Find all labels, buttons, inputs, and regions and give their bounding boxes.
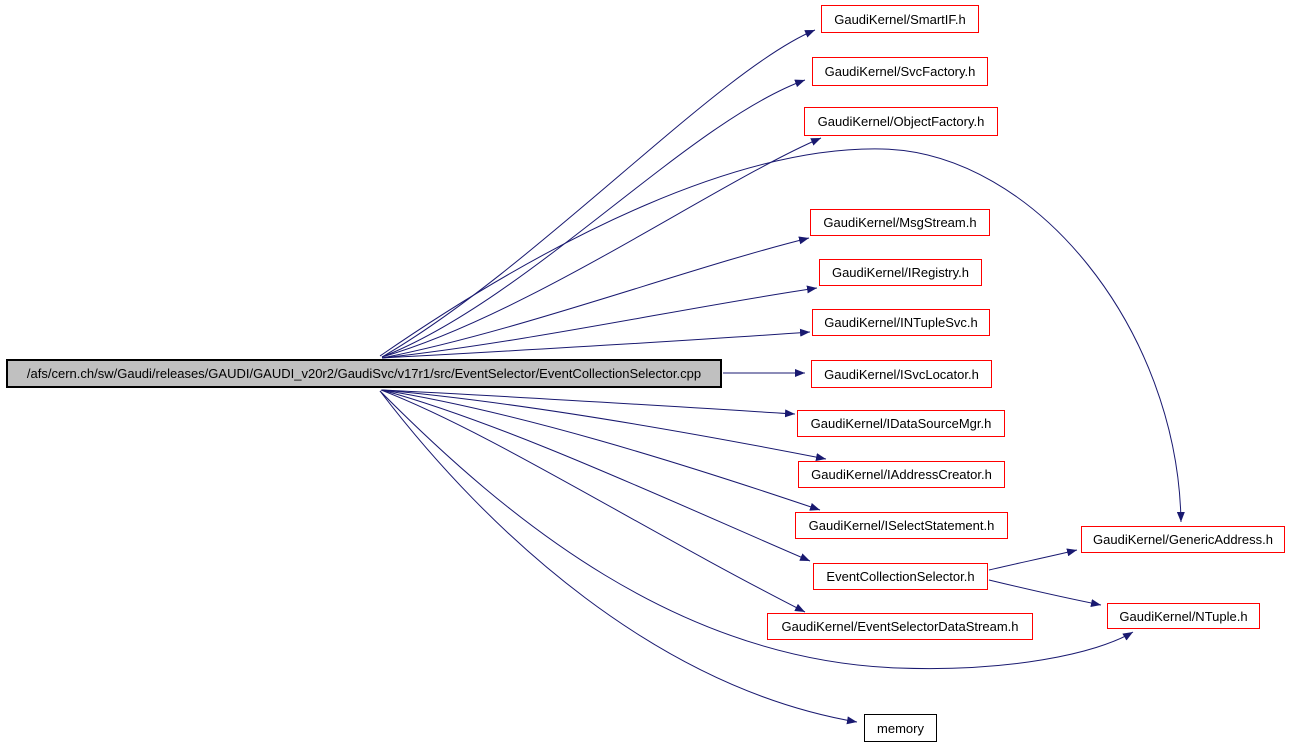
edge-root-eventselectordatastream xyxy=(380,389,806,613)
node-svcfactory-h[interactable]: GaudiKernel/SvcFactory.h xyxy=(812,57,988,86)
node-isvclocator-h[interactable]: GaudiKernel/ISvcLocator.h xyxy=(811,360,992,388)
node-iselectstatement-h[interactable]: GaudiKernel/ISelectStatement.h xyxy=(795,512,1008,539)
edge-root-eventcollectionselector xyxy=(381,389,811,562)
node-smartif-h[interactable]: GaudiKernel/SmartIF.h xyxy=(821,5,979,33)
edge-root-genericaddress xyxy=(379,148,1185,523)
edge-root-iregistry xyxy=(381,285,818,359)
node-idatasourcemgr-h[interactable]: GaudiKernel/IDataSourceMgr.h xyxy=(797,410,1005,437)
node-eventselectordatastream-h[interactable]: GaudiKernel/EventSelectorDataStream.h xyxy=(767,613,1033,640)
edge-root-idatasourcemgr xyxy=(381,389,796,418)
edge-root-ntuple xyxy=(379,390,1134,670)
edge-root-msgstream xyxy=(381,236,810,359)
node-genericaddress-h[interactable]: GaudiKernel/GenericAddress.h xyxy=(1081,526,1285,553)
edge-root-objectfactory xyxy=(381,137,822,358)
node-eventcollectionselector-cpp: /afs/cern.ch/sw/Gaudi/releases/GAUDI/GAU… xyxy=(6,359,722,388)
node-memory: memory xyxy=(864,714,937,742)
node-eventcollectionselector-h[interactable]: EventCollectionSelector.h xyxy=(813,563,988,590)
edge-eventcollectionselector-genericaddress xyxy=(988,548,1078,571)
edge-eventcollectionselector-ntuple xyxy=(988,579,1102,607)
edge-root-svcfactory xyxy=(381,79,806,358)
node-iregistry-h[interactable]: GaudiKernel/IRegistry.h xyxy=(819,259,982,286)
node-intuplesvc-h[interactable]: GaudiKernel/INTupleSvc.h xyxy=(812,309,990,336)
node-ntuple-h[interactable]: GaudiKernel/NTuple.h xyxy=(1107,603,1260,629)
node-msgstream-h[interactable]: GaudiKernel/MsgStream.h xyxy=(810,209,990,236)
edge-root-smartif xyxy=(381,29,816,358)
edge-root-memory xyxy=(379,390,858,725)
edge-root-iselectstatement xyxy=(381,389,821,511)
edge-root-intuplesvc xyxy=(381,328,811,359)
node-objectfactory-h[interactable]: GaudiKernel/ObjectFactory.h xyxy=(804,107,998,136)
edge-root-iaddresscreator xyxy=(381,389,827,462)
node-iaddresscreator-h[interactable]: GaudiKernel/IAddressCreator.h xyxy=(798,461,1005,488)
